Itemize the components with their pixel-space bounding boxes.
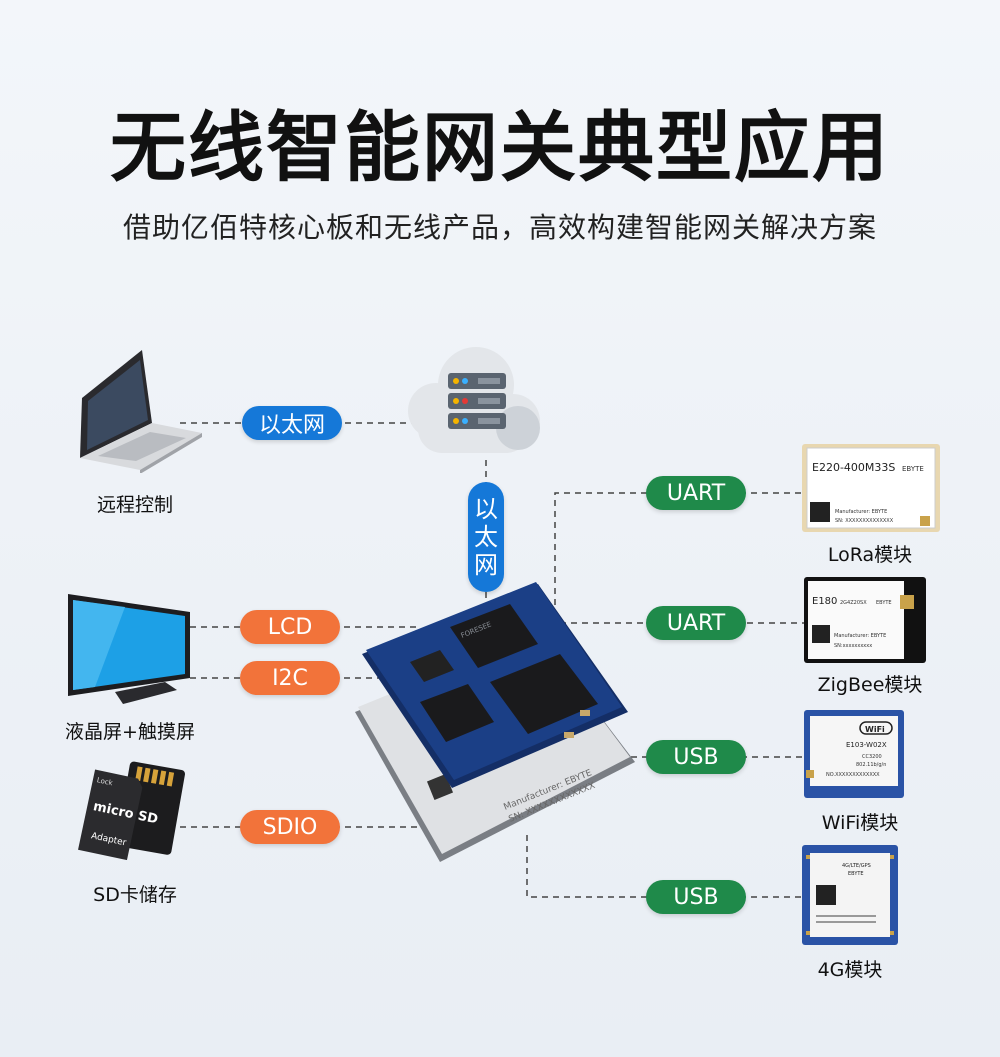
4g-usb-label: USB [646,880,746,914]
zigbee-brand-text: EBYTE [876,600,892,606]
lora-model-text: E220-400M33S [812,461,895,474]
lora-uart-label: UART [646,476,746,510]
sd-card-icon: Lock micro SD Adapter [78,761,186,860]
wifi-caption: WiFi模块 [821,812,899,834]
cloud-server-icon [408,347,540,453]
4g-brand-text: EBYTE [848,871,864,877]
wifi-module-icon: WiFi E103-W02X CC3200 802.11b/g/n NO.XXX… [804,710,904,798]
lora-module-icon: E220-400M33S EBYTE Manufacturer: EBYTE S… [802,444,940,532]
4g-caption: 4G模块 [817,959,883,981]
lora-sn-text: SN: XXXXXXXXXXXXXX [835,518,894,524]
wifi-logo-text: WiFi [865,725,885,734]
ethernet-cloud-label: 以 太 网 [468,482,504,592]
4g-model-text: 4G/LTE/GPS [842,863,871,869]
4g-module-icon: 4G/LTE/GPS EBYTE [802,845,898,945]
i2c-label: I2C [240,661,340,695]
lcd-label: LCD [240,610,340,644]
wifi-chip-text: CC3200 [862,754,882,760]
zigbee-sn-text: SN:xxxxxxxxxx [834,643,872,649]
sd-lock-text: Lock [96,776,114,787]
ethernet-char-2: 太 [474,523,498,551]
sdio-label: SDIO [240,810,340,844]
lora-brand-text: EBYTE [902,465,924,473]
zigbee-sub-text: 2G4Z20SX [840,600,867,606]
page-title: 无线智能网关典型应用 [110,103,890,192]
ethernet-laptop-label: 以太网 [242,406,342,440]
ethernet-char-1: 以 [474,495,498,523]
wifi-usb-label: USB [646,740,746,774]
lora-caption: LoRa模块 [827,544,913,566]
sd-caption: SD卡储存 [93,884,177,906]
ethernet-char-3: 网 [474,551,498,579]
zigbee-module-icon: E180 2G4Z20SX EBYTE Manufacturer: EBYTE … [804,577,926,663]
monitor-caption: 液晶屏+触摸屏 [65,721,195,743]
wifi-model-text: E103-W02X [846,741,887,749]
zigbee-maker-text: Manufacturer: EBYTE [834,633,886,639]
zigbee-model-text: E180 [812,596,837,607]
laptop-icon [80,350,202,473]
zigbee-caption: ZigBee模块 [817,674,923,696]
wifi-sn-text: NO.XXXXXXXXXXXXX [826,772,880,778]
wifi-std-text: 802.11b/g/n [856,762,886,768]
monitor-icon [68,594,190,704]
zigbee-uart-label: UART [646,606,746,640]
page-subtitle: 借助亿佰特核心板和无线产品，高效构建智能网关解决方案 [122,211,877,244]
core-board-icon: Manufacturer: EBYTE SN: XXXXXXXXXXXX FOR… [355,582,635,862]
lora-maker-text: Manufacturer: EBYTE [835,509,887,515]
laptop-caption: 远程控制 [96,494,173,516]
